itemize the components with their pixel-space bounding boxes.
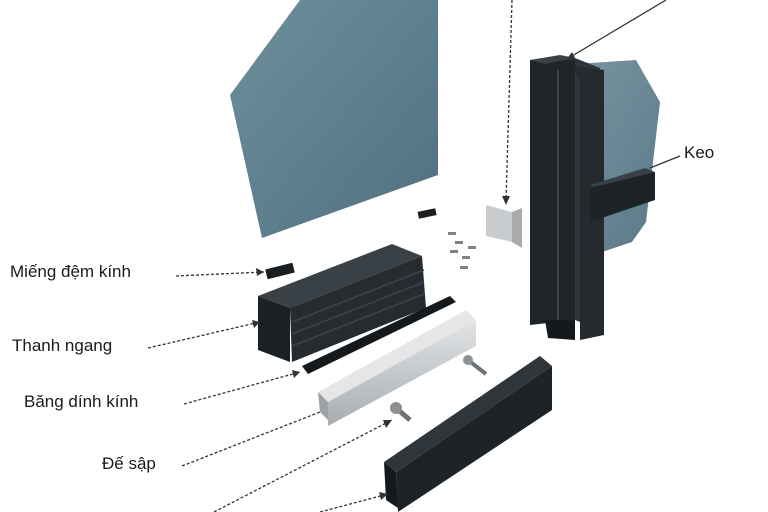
glass-spacer [265, 262, 295, 280]
label-de-sap: Đế sập [102, 454, 156, 473]
label-mieng-dem-kinh: Miếng đệm kính [10, 262, 131, 281]
leader-keo [649, 155, 681, 169]
leader-bottom-1 [213, 419, 393, 512]
screws-cluster [448, 232, 476, 269]
gasket-strip [302, 296, 456, 374]
label-thanh-ngang: Thanh ngang [12, 336, 113, 355]
arrow-bottom [379, 492, 388, 500]
arrow-thanh-ngang [252, 320, 260, 328]
leader-top-bracket [505, 0, 513, 201]
leader-bang-dinh-kinh [183, 371, 301, 405]
label-bang-dinh-kinh: Băng dính kính [24, 392, 139, 411]
leader-de-sap [181, 411, 321, 467]
label-keo: Keo [684, 143, 715, 162]
leader-thanh-ngang [147, 321, 261, 349]
leader-lines [147, 0, 681, 512]
bolt-base [390, 402, 412, 422]
arrow-bang-dinh-kinh [292, 370, 300, 378]
arrow-top-bracket [502, 196, 510, 205]
connector-bracket [486, 205, 522, 248]
arrow-de-sap [383, 420, 392, 428]
glass-pane-left [230, 0, 438, 238]
arrow-top-mullion [566, 52, 576, 60]
arrow-mieng-dem-kinh [256, 268, 264, 276]
glass-spacer-small [417, 208, 437, 219]
cover-cap [384, 356, 552, 512]
leader-bottom-2 [319, 493, 389, 512]
leader-top-mullion [571, 0, 667, 57]
transom-stub [590, 168, 655, 222]
glazing-tape [318, 310, 476, 426]
bolt-small [463, 355, 488, 376]
leader-mieng-dem-kinh [175, 271, 265, 277]
vertical-mullion [530, 55, 604, 340]
transom-bar [258, 244, 426, 362]
